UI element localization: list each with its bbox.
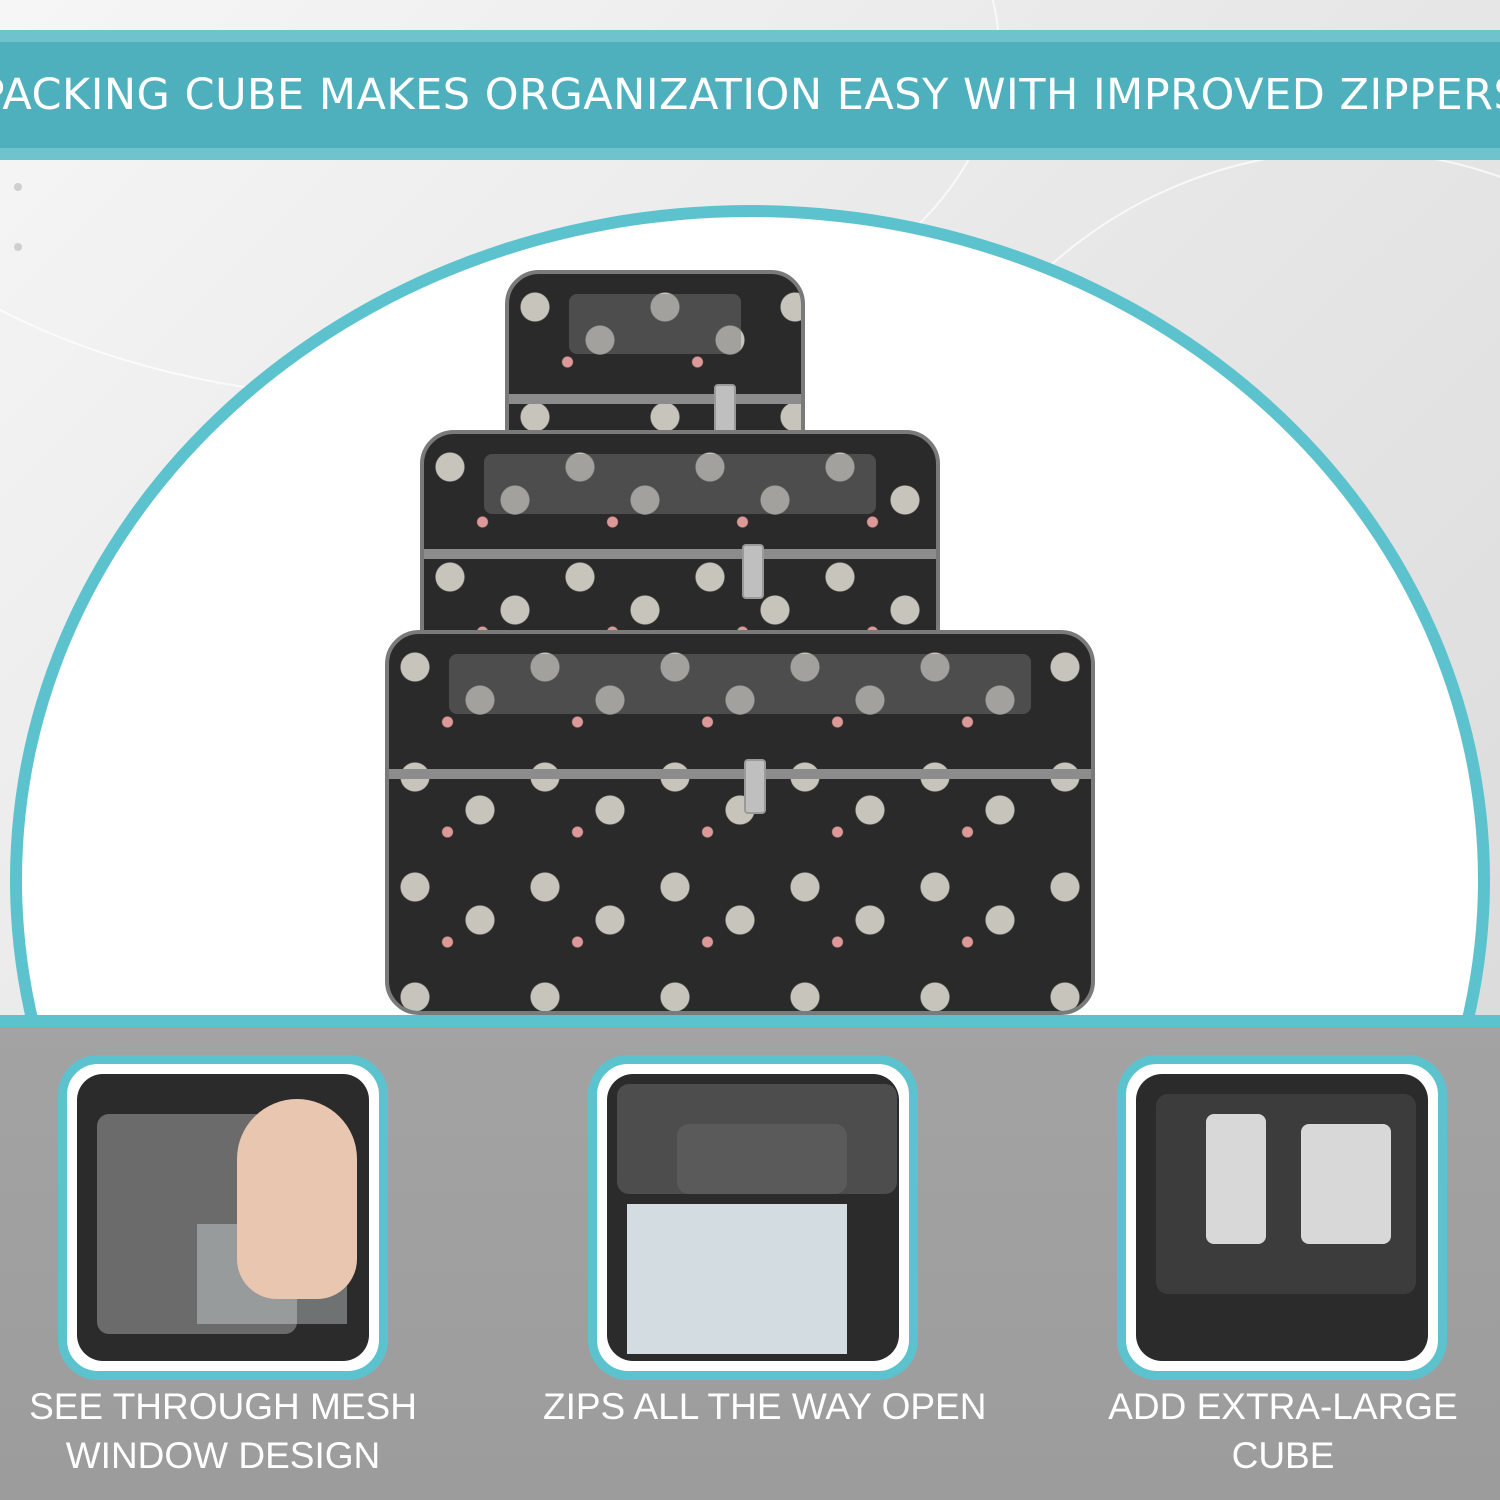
tablet xyxy=(1206,1114,1266,1244)
decorative-dot xyxy=(14,183,22,191)
feature-extra-large-cube-image xyxy=(1117,1055,1447,1380)
packing-cube-large xyxy=(385,630,1095,1015)
page-title: PACKING CUBE MAKES ORGANIZATION EASY WIT… xyxy=(0,70,1500,120)
feature-caption-extra-large-cube: ADD EXTRA-LARGE CUBE xyxy=(1108,1386,1458,1476)
header-bar: PACKING CUBE MAKES ORGANIZATION EASY WIT… xyxy=(0,42,1500,148)
hand xyxy=(237,1099,357,1299)
feature-caption-mesh-window: SEE THROUGH MESH WINDOW DESIGN xyxy=(29,1386,417,1476)
divider-band xyxy=(0,1015,1500,1027)
packing-cube-set-image xyxy=(380,255,1120,1015)
feature-mesh-window-image xyxy=(58,1055,388,1380)
feature-zips-open-image xyxy=(588,1055,918,1380)
tablet xyxy=(1301,1124,1391,1244)
feature-caption-zips-open: ZIPS ALL THE WAY OPEN xyxy=(543,1386,987,1427)
header-band: PACKING CUBE MAKES ORGANIZATION EASY WIT… xyxy=(0,30,1500,160)
decorative-dot xyxy=(14,243,22,251)
